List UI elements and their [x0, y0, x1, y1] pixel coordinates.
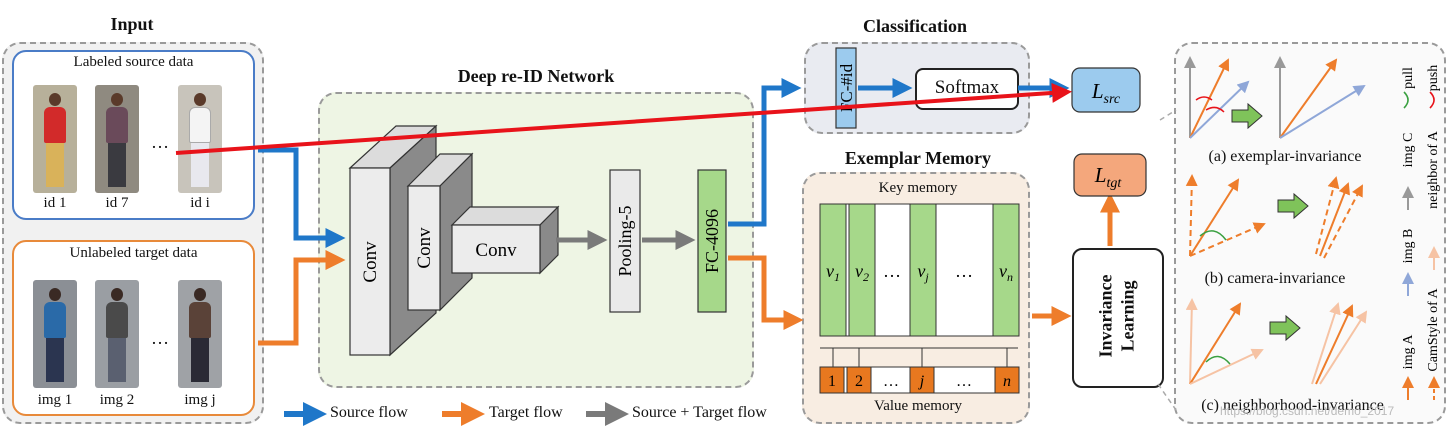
key-slots [819, 203, 1020, 337]
arrow-target-to-conv [258, 250, 346, 346]
target-data-label: Unlabeled target data [69, 245, 198, 261]
softmax-label: Softmax [934, 77, 1000, 98]
key-slot-v1 [819, 203, 847, 337]
source-id-1: id 1 [43, 195, 67, 211]
value-slot-2 [846, 366, 872, 394]
source-id-7: id 7 [105, 195, 129, 211]
fc4096-label: FC-4096 [702, 209, 722, 273]
pooling-block [609, 169, 641, 313]
sketch-camera-invariance [1185, 174, 1363, 259]
target-image-img2 [95, 280, 139, 388]
target-img-1: img 1 [37, 392, 73, 408]
legend-combined-flow: Source + Target flow [632, 404, 767, 421]
pooling-label: Pooling-5 [615, 205, 635, 276]
sketch-exemplar-invariance [1184, 56, 1366, 139]
value-slot-j [909, 366, 935, 394]
legend-push: push [1426, 65, 1441, 91]
caption-exemplar-invariance: (a) exemplar-invariance [1208, 148, 1362, 165]
target-ellipsis: … [151, 328, 169, 348]
key-slot-v2 [848, 203, 876, 337]
target-img-2: img 2 [99, 392, 135, 408]
legend-img-a: img A [1401, 334, 1416, 370]
caption-camera-invariance: (b) camera-invariance [1204, 270, 1346, 287]
conv-label-1: Conv [360, 241, 381, 283]
source-ellipsis: … [151, 132, 169, 152]
value-label-n: n [1003, 373, 1011, 390]
value-slot-1 [819, 366, 845, 394]
source-image-id1 [33, 85, 77, 193]
value-label-j: j [918, 373, 925, 390]
invariance-legend: pull push img C neighbor of A img B CamS… [1401, 65, 1441, 400]
key-ellipsis-2: … [955, 261, 973, 281]
source-data-label: Labeled source data [73, 54, 194, 70]
source-image-id7 [95, 85, 139, 193]
value-memory-label: Value memory [874, 398, 962, 414]
caption-neighborhood-invariance: (c) neighborhood-invariance [1201, 397, 1384, 414]
arrow-source-to-conv [258, 147, 346, 248]
loss-tgt-box [1073, 153, 1147, 197]
target-image-img1 [33, 280, 77, 388]
legend-img-b: img B [1401, 229, 1416, 264]
target-image-imgj [178, 280, 222, 388]
input-title: Input [110, 14, 154, 34]
fc-id-label: FC-#id [837, 63, 856, 112]
legend-neighbor-of-a: neighbor of A [1426, 130, 1441, 209]
key-slot-vj [909, 203, 937, 337]
conv-label-2: Conv [414, 227, 435, 269]
conv-label-3: Conv [475, 240, 517, 261]
red-arrow-idi-to-lsrc [175, 82, 1072, 155]
loss-src-box [1071, 67, 1141, 113]
sketch-neighborhood-invariance [1185, 298, 1368, 385]
fc4096-block [697, 169, 727, 313]
legend-img-c: img C [1401, 133, 1416, 168]
memory-title: Exemplar Memory [844, 148, 992, 168]
watermark: https://blog.csdn.net/demo_2017 [1220, 404, 1395, 418]
value-label-1: 1 [828, 373, 836, 390]
legend-camstyle-of-a: CamStyle of A [1426, 288, 1441, 372]
memory-connectors [820, 347, 1018, 367]
legend-pull: pull [1401, 67, 1416, 89]
value-slot-n [994, 366, 1020, 394]
legend-source-flow: Source flow [330, 404, 408, 421]
source-id-i: id i [190, 195, 210, 211]
arrow-fc-to-classification [728, 78, 802, 227]
classification-title: Classification [862, 16, 967, 36]
source-image-idi [178, 85, 222, 193]
value-ellipsis-2: … [956, 373, 972, 390]
invariance-learning-box [1072, 248, 1164, 388]
conv-block-3 [450, 205, 560, 275]
network-title: Deep re-ID Network [457, 66, 615, 86]
key-ellipsis-1: … [883, 261, 901, 281]
value-label-2: 2 [855, 373, 863, 390]
legend-target-flow: Target flow [489, 404, 563, 421]
key-slot-vn [992, 203, 1020, 337]
arrow-fc-to-memory [728, 255, 804, 330]
value-ellipsis-1: … [883, 373, 899, 390]
key-memory-label: Key memory [878, 180, 958, 196]
target-img-j: img j [184, 392, 216, 408]
